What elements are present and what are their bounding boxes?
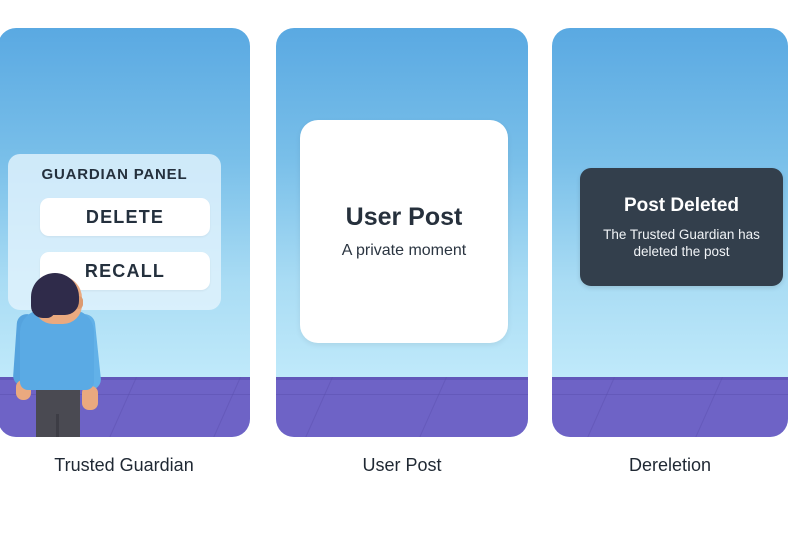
post-deleted-body: The Trusted Guardian has deleted the pos… xyxy=(603,226,760,259)
delete-button[interactable]: DELETE xyxy=(40,198,210,236)
figure-right-hand xyxy=(82,386,98,410)
floor-background xyxy=(276,377,528,437)
floor-perspective-line xyxy=(571,377,618,437)
floor-background xyxy=(552,377,788,437)
trusted-guardian-figure xyxy=(12,273,120,437)
post-deleted-card: Post Deleted The Trusted Guardian has de… xyxy=(580,168,783,286)
user-post-card: User Post A private moment xyxy=(300,120,508,343)
guardian-panel-title: GUARDIAN PANEL xyxy=(41,166,188,183)
floor-horizon-line xyxy=(276,394,528,395)
user-post-subtitle: A private moment xyxy=(341,242,467,259)
floor-perspective-line xyxy=(403,377,450,437)
floor-horizon-line xyxy=(0,394,250,395)
floor-perspective-line xyxy=(197,377,244,437)
floor-perspective-line xyxy=(289,377,336,437)
panel-trusted-guardian: GUARDIAN PANEL DELETE RECALL xyxy=(0,28,250,437)
floor-horizon-line xyxy=(552,394,788,395)
post-deleted-title: Post Deleted xyxy=(623,194,740,216)
user-post-title: User Post xyxy=(345,203,463,231)
figure-leg-gap xyxy=(56,414,59,437)
panel-user-post: User Post A private moment xyxy=(276,28,528,437)
caption-user-post: User Post xyxy=(362,455,442,475)
figure-hair-side xyxy=(31,290,55,318)
caption-trusted-guardian: Trusted Guardian xyxy=(54,455,194,475)
caption-dereletion: Dereletion xyxy=(628,455,712,475)
floor-perspective-line xyxy=(679,377,726,437)
panel-dereletion: Post Deleted The Trusted Guardian has de… xyxy=(552,28,788,437)
